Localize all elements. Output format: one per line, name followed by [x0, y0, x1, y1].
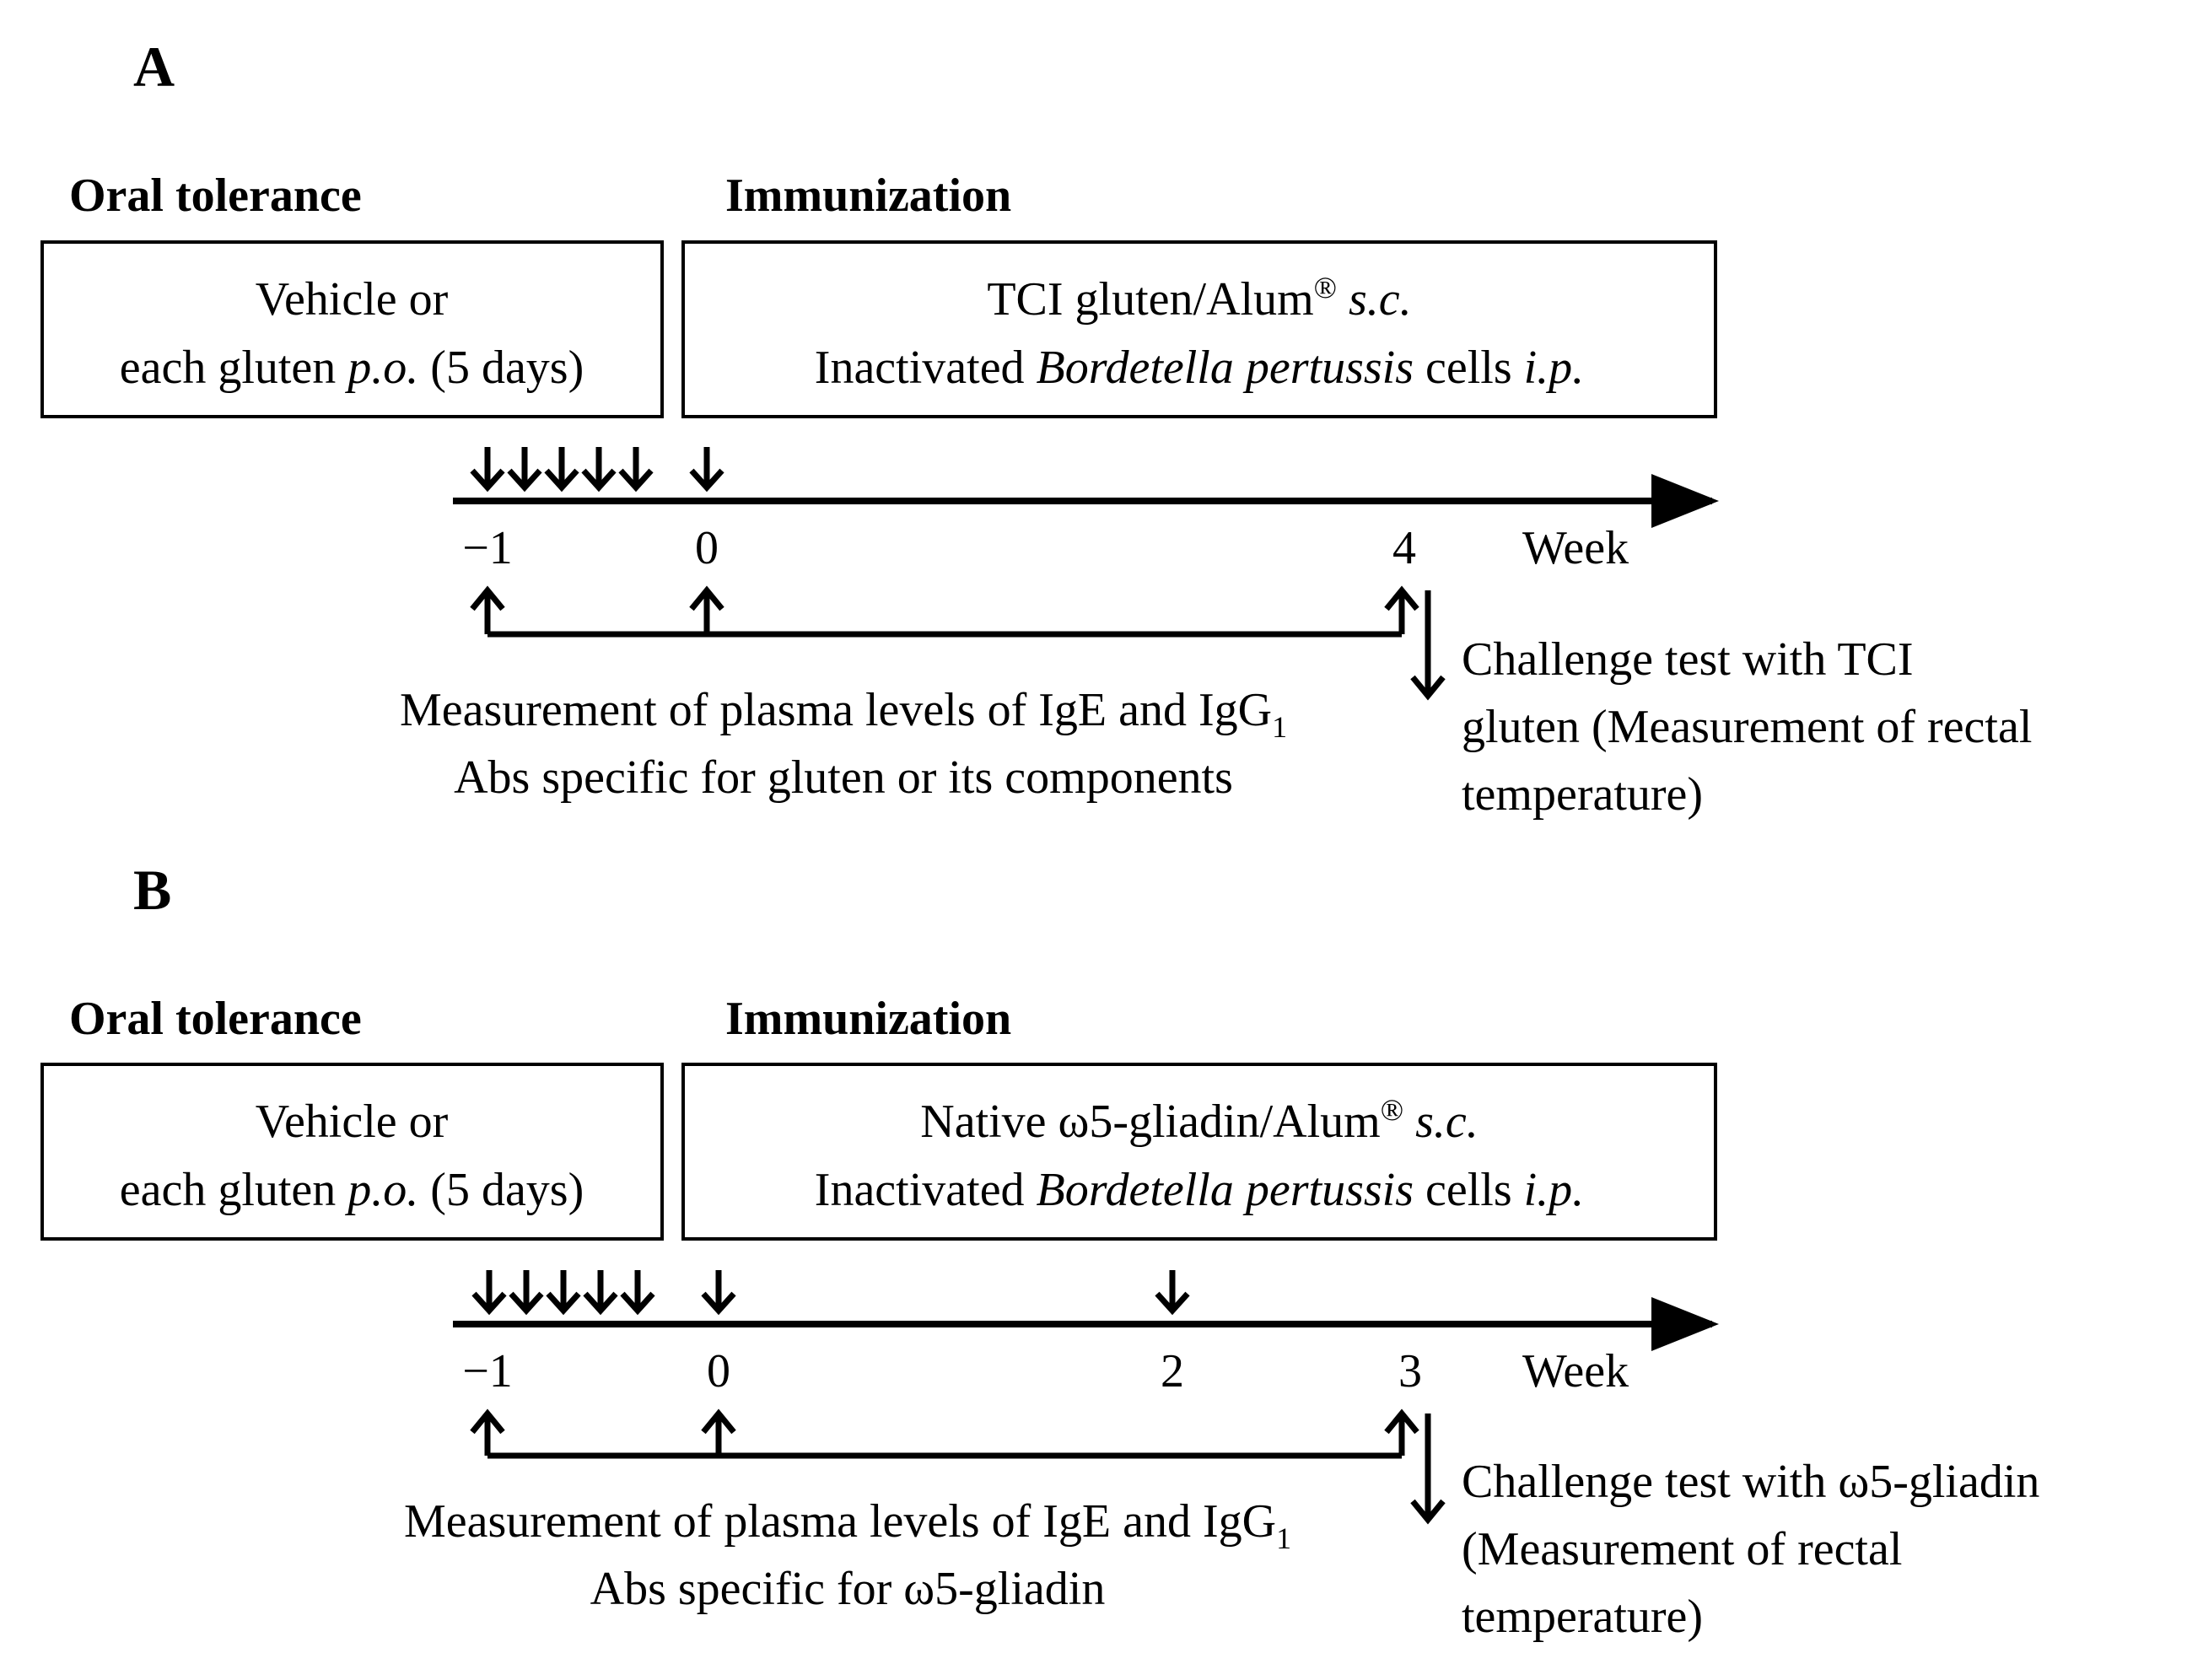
- panel-a-letter: A: [133, 35, 175, 99]
- panel-b-tick-label: −1: [462, 1345, 513, 1397]
- dose-arrow-icon: [470, 447, 505, 493]
- panel-b-measure-line1: Measurement of plasma levels of IgE and …: [404, 1495, 1291, 1555]
- panel-b-immun-line1: Native ω5-gliadin/Alum® s.c.: [920, 1093, 1478, 1148]
- panel-b-challenge-line3: temperature): [1462, 1591, 1703, 1643]
- panel-a-oral-header: Oral tolerance: [69, 170, 362, 222]
- panel-b-boost-arrow-icon: [1155, 1270, 1190, 1316]
- panel-b-oral-header: Oral tolerance: [69, 993, 362, 1045]
- dose-arrow-icon: [618, 447, 654, 493]
- panel-b-challenge-line1: Challenge test with ω5-gliadin: [1462, 1456, 2039, 1508]
- panel-a-immunization-arrow-icon: [689, 447, 724, 493]
- panel-b-immun-header: Immunization: [725, 993, 1011, 1045]
- panel-b-oral-box: [40, 1063, 664, 1241]
- panel-a-measure-line1: Measurement of plasma levels of IgE and …: [400, 684, 1287, 744]
- panel-a-immun-header: Immunization: [725, 170, 1011, 222]
- dose-arrow-icon: [620, 1270, 655, 1316]
- panel-a-challenge-line2: gluten (Measurement of rectal: [1462, 701, 2032, 753]
- panel-b-immunization-arrow-icon: [701, 1270, 736, 1316]
- panel-a-measure-line2: Abs specific for gluten or its component…: [454, 751, 1233, 804]
- dose-arrow-icon: [507, 447, 542, 493]
- panel-b-challenge-arrow-icon: [1410, 1413, 1446, 1525]
- dose-arrow-icon: [581, 447, 617, 493]
- panel-b-oral-line1: Vehicle or: [256, 1096, 449, 1148]
- panel-a-axis-unit: Week: [1522, 522, 1629, 574]
- panel-a-tick-label: 0: [695, 522, 719, 574]
- panel-a-challenge-line3: temperature): [1462, 768, 1703, 821]
- panel-b-oral-line2: each gluten p.o. (5 days): [120, 1164, 584, 1216]
- panel-b-measure-line2: Abs specific for ω5-gliadin: [590, 1563, 1106, 1615]
- panel-a-tick-label: 4: [1392, 522, 1416, 574]
- dose-arrow-icon: [544, 447, 579, 493]
- dose-arrow-icon: [583, 1270, 618, 1316]
- panel-b: B Oral tolerance Immunization Vehicle or…: [40, 858, 2039, 1643]
- panel-a-tick-label: −1: [462, 522, 513, 574]
- panel-b-tick-label: 3: [1398, 1345, 1422, 1397]
- panel-a-immun-box: [681, 240, 1717, 418]
- dose-arrow-icon: [509, 1270, 544, 1316]
- panel-b-tick-label: 2: [1161, 1345, 1184, 1397]
- panel-a: A Oral tolerance Immunization Vehicle or…: [40, 35, 2032, 821]
- dose-arrow-icon: [546, 1270, 581, 1316]
- panel-a-challenge-line1: Challenge test with TCI: [1462, 633, 1914, 686]
- panel-a-challenge-arrow-icon: [1410, 590, 1446, 701]
- panel-b-immun-line2: Inactivated Bordetella pertussis cells i…: [815, 1164, 1584, 1216]
- panel-b-challenge-line2: (Measurement of rectal: [1462, 1523, 1902, 1575]
- panel-a-immun-line2: Inactivated Bordetella pertussis cells i…: [815, 342, 1584, 394]
- panel-b-immun-box: [681, 1063, 1717, 1241]
- panel-b-tick-label: 0: [707, 1345, 730, 1397]
- panel-a-oral-line1: Vehicle or: [256, 273, 449, 326]
- panel-a-measurement-bracket: [470, 585, 1419, 638]
- panel-b-letter: B: [133, 858, 171, 922]
- panel-a-oral-dose-arrows: [470, 447, 654, 493]
- panel-a-oral-box: [40, 240, 664, 418]
- dose-arrow-icon: [471, 1270, 507, 1316]
- panel-b-axis-unit: Week: [1522, 1345, 1629, 1397]
- panel-a-oral-line2: each gluten p.o. (5 days): [120, 342, 584, 394]
- panel-b-measurement-bracket: [470, 1408, 1419, 1459]
- panel-a-immun-line1: TCI gluten/Alum® s.c.: [987, 271, 1411, 326]
- panel-b-oral-dose-arrows: [471, 1270, 655, 1316]
